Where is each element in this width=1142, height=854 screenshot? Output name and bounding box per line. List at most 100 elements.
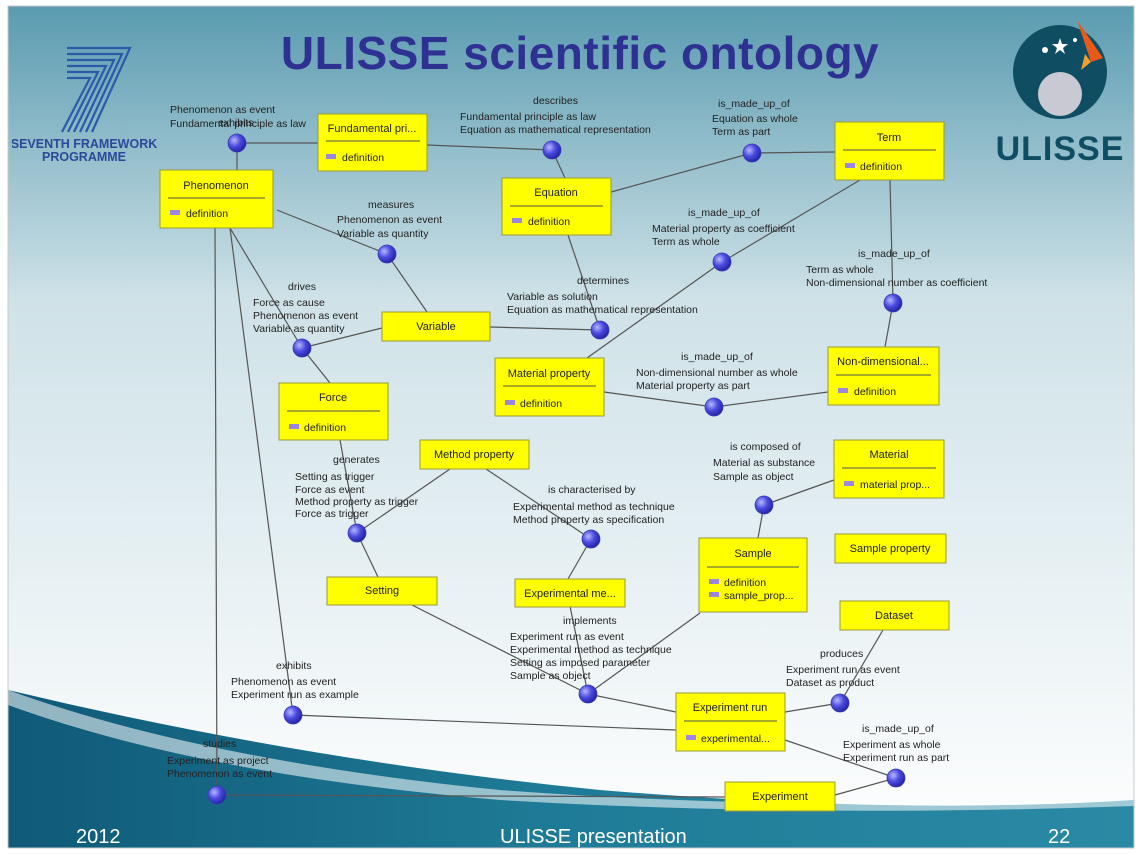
ulisse-logo: ULISSE	[996, 20, 1123, 168]
node-term-attr: definition	[860, 161, 902, 173]
rel-generates-line4: Force as trigger	[295, 508, 369, 520]
rel-exhibits-line2: Fundamental principle as law	[170, 118, 306, 130]
rel-madeupof-term-label: is_made_up_of	[858, 248, 930, 260]
rel-drives-line1: Force as cause	[253, 297, 325, 309]
rel-determines-line2: Equation as mathematical representation	[507, 304, 698, 316]
node-term[interactable]: Term definition	[834, 121, 945, 181]
rel-madeupof-exp-line2: Experiment run as part	[843, 752, 949, 764]
rel-produces-label: produces	[820, 648, 863, 660]
attribute-icon	[709, 579, 719, 584]
junction-generates[interactable]	[347, 523, 367, 543]
attribute-icon	[845, 163, 855, 168]
edges	[214, 142, 897, 798]
junction-made-up-of-eq[interactable]	[742, 143, 762, 163]
node-method-property-title: Method property	[434, 449, 515, 461]
node-experiment-run[interactable]: Experiment run experimental...	[675, 692, 786, 752]
fp7-logo-line2: PROGRAMME	[42, 150, 126, 164]
node-experiment-run-title: Experiment run	[693, 702, 768, 714]
fp7-logo-line1: SEVENTH FRAMEWORK	[12, 137, 157, 151]
node-material-property[interactable]: Material property definition	[494, 357, 605, 417]
rel-exhibits-line1: Phenomenon as event	[170, 104, 275, 116]
rel-describes-label: describes	[533, 95, 578, 107]
junction-made-up-of-matprop[interactable]	[712, 252, 732, 272]
rel-generates-line1: Setting as trigger	[295, 471, 375, 483]
node-dataset-title: Dataset	[875, 610, 913, 622]
rel-madeupof-matprop-label: is_made_up_of	[688, 207, 760, 219]
junction-made-up-of-nd[interactable]	[704, 397, 724, 417]
node-material-property-attr: definition	[520, 398, 562, 410]
attribute-icon	[838, 388, 848, 393]
node-force-title: Force	[319, 392, 347, 404]
rel-exhibits2-line2: Experiment run as example	[231, 689, 359, 701]
rel-studies-line2: Phenomenon as event	[167, 768, 272, 780]
rel-characterised-line1: Experimental method as technique	[513, 501, 675, 513]
rel-composed-of-line2: Sample as object	[713, 471, 794, 483]
rel-produces-line1: Experiment run as event	[786, 664, 900, 676]
rel-measures-line1: Phenomenon as event	[337, 214, 442, 226]
node-method-property[interactable]: Method property	[419, 439, 530, 470]
rel-exhibits2-line1: Phenomenon as event	[231, 676, 336, 688]
node-experiment-title: Experiment	[752, 791, 808, 803]
junction-made-up-of-term[interactable]	[883, 293, 903, 313]
node-sample-property-title: Sample property	[850, 543, 931, 555]
rel-implements-line2: Experimental method as technique	[510, 644, 672, 656]
junction-determines[interactable]	[590, 320, 610, 340]
junction-studies[interactable]	[207, 785, 227, 805]
node-phenomenon[interactable]: Phenomenon definition	[159, 169, 274, 229]
junction-produces[interactable]	[830, 693, 850, 713]
attribute-icon	[170, 210, 180, 215]
node-experiment[interactable]: Experiment	[724, 781, 836, 812]
rel-madeupof-matprop-line1: Material property as coefficient	[652, 223, 795, 235]
node-phenomenon-attr: definition	[186, 208, 228, 220]
node-force[interactable]: Force definition	[278, 382, 389, 441]
rel-measures-line2: Variable as quantity	[337, 228, 429, 240]
rel-implements-line4: Sample as object	[510, 670, 591, 682]
attribute-icon	[709, 592, 719, 597]
attribute-icon	[289, 424, 299, 429]
rel-describes-line2: Equation as mathematical representation	[460, 124, 651, 136]
junction-exhibits-2[interactable]	[283, 705, 303, 725]
node-setting[interactable]: Setting	[326, 576, 438, 606]
node-experimental-method[interactable]: Experimental me...	[514, 578, 626, 608]
node-experiment-run-attr: experimental...	[701, 733, 770, 745]
node-sample-property[interactable]: Sample property	[834, 533, 947, 564]
attribute-icon	[844, 481, 854, 486]
node-variable[interactable]: Variable	[381, 311, 491, 342]
rel-drives-label: drives	[288, 281, 316, 293]
junction-characterised[interactable]	[581, 529, 601, 549]
node-non-dimensional[interactable]: Non-dimensional... definition	[827, 346, 940, 406]
node-material[interactable]: Material material prop...	[833, 439, 945, 499]
node-sample[interactable]: Sample definition sample_prop...	[698, 537, 808, 613]
attribute-icon	[326, 154, 336, 159]
junction-drives[interactable]	[292, 338, 312, 358]
node-setting-title: Setting	[365, 585, 399, 597]
rel-composed-of-label: is composed of	[730, 441, 801, 453]
slide-title: ULISSE scientific ontology	[280, 27, 880, 79]
rel-madeupof-eq-line2: Term as part	[712, 126, 770, 138]
relation-labels: exhibits Phenomenon as event Fundamental…	[167, 95, 987, 780]
junction-composed-of[interactable]	[754, 495, 774, 515]
rel-exhibits-label: exhibits	[218, 117, 254, 129]
node-fundamental-principle-attr: definition	[342, 152, 384, 164]
node-dataset[interactable]: Dataset	[839, 600, 950, 631]
rel-drives-line2: Phenomenon as event	[253, 310, 358, 322]
attribute-icon	[505, 400, 515, 405]
node-phenomenon-title: Phenomenon	[183, 180, 248, 192]
junction-exhibits[interactable]	[227, 133, 247, 153]
node-material-attr: material prop...	[860, 479, 930, 491]
node-equation[interactable]: Equation definition	[501, 177, 612, 236]
junction-describes[interactable]	[542, 140, 562, 160]
rel-madeupof-exp-label: is_made_up_of	[862, 723, 934, 735]
rel-determines-label: determines	[577, 275, 629, 287]
junction-made-up-of-exp[interactable]	[886, 768, 906, 788]
junction-measures[interactable]	[377, 244, 397, 264]
rel-generates-line2: Force as event	[295, 484, 365, 496]
footer-presentation-title: ULISSE presentation	[500, 826, 687, 848]
junction-implements[interactable]	[578, 684, 598, 704]
rel-madeupof-nd-label: is_made_up_of	[681, 351, 753, 363]
rel-produces-line2: Dataset as product	[786, 677, 874, 689]
node-fundamental-principle[interactable]: Fundamental pri... definition	[317, 113, 428, 172]
node-term-title: Term	[877, 132, 901, 144]
footer-year: 2012	[76, 826, 121, 848]
